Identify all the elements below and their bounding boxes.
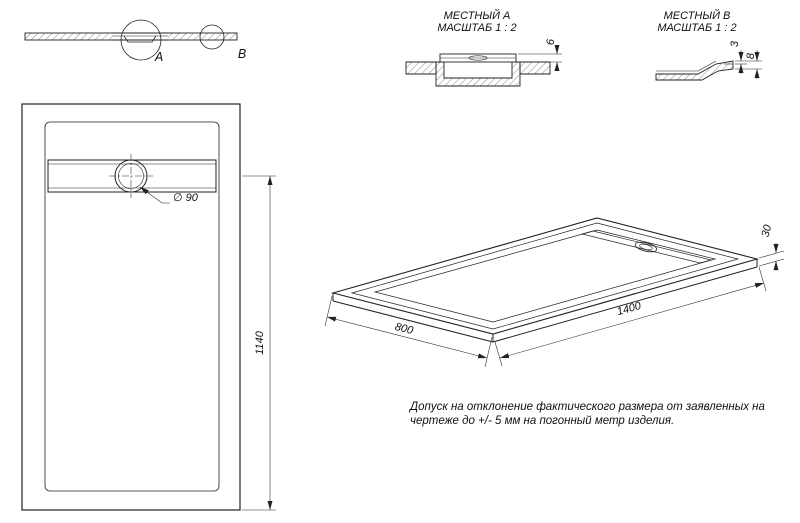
detail-a-scale: МАСШТАБ 1 : 2 — [437, 22, 517, 34]
plan-length-dim: 1140 — [254, 331, 266, 355]
detail-b-scale: МАСШТАБ 1 : 2 — [657, 22, 737, 34]
plan-dimensions — [109, 154, 276, 511]
detail-a-title: МЕСТНЫЙ A — [443, 10, 511, 22]
iso-view — [324, 217, 785, 368]
tolerance-note-line2: чертеже до +/- 5 мм на погонный метр изд… — [410, 415, 675, 428]
detail-b-view — [655, 50, 762, 81]
drain-diameter-dim: ∅ 90 — [173, 192, 198, 204]
iso-drain — [634, 241, 658, 253]
detail-b-dimensions — [735, 50, 762, 79]
iso-dimensions — [324, 243, 785, 368]
section-view — [24, 19, 238, 61]
callout-circle-a — [120, 19, 162, 61]
detail-b-title: МЕСТНЫЙ B — [663, 10, 731, 22]
iso-drain-channel — [580, 230, 713, 264]
detail-a-view — [405, 45, 562, 87]
section-callout-b: B — [237, 47, 247, 61]
detail-b-edge-dim: 8 — [745, 52, 757, 60]
tolerance-note: Допуск на отклонение фактического размер… — [410, 400, 765, 429]
callout-circle-b — [199, 24, 225, 50]
detail-b-top-dim: 3 — [729, 40, 741, 48]
detail-a-dimensions — [518, 45, 562, 71]
plan-view — [21, 103, 276, 511]
tolerance-note-line1: Допуск на отклонение фактического размер… — [410, 401, 765, 413]
section-callout-a: A — [154, 50, 164, 64]
detail-a-thickness-dim: 6 — [545, 38, 557, 46]
